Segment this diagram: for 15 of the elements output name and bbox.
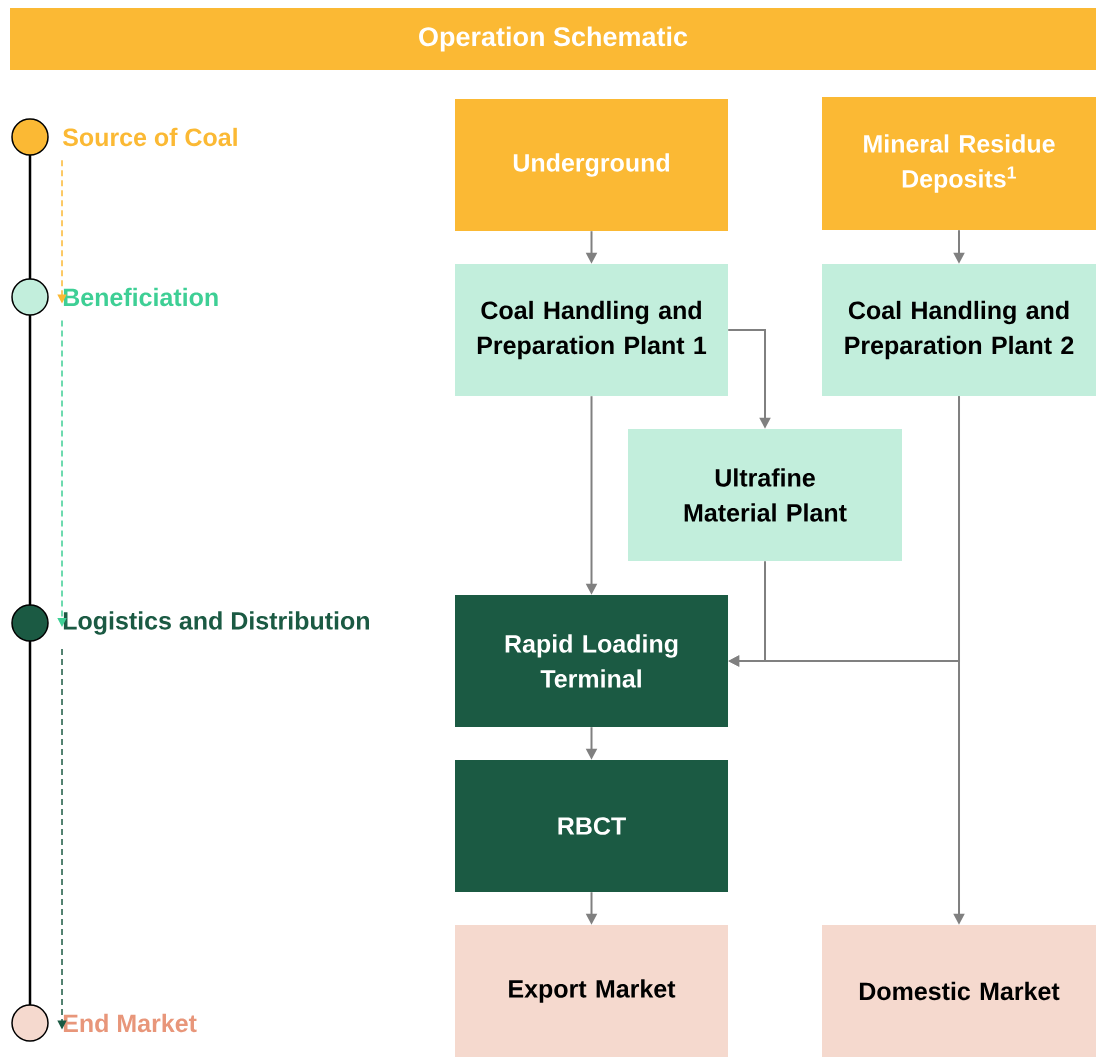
stage-label: Logistics and Distribution (63, 611, 369, 635)
process-box: Underground (455, 99, 728, 231)
process-box: RBCT (455, 760, 728, 892)
stage-label: Source of Coal (62, 127, 237, 147)
stage-label: Beneficiation (63, 287, 218, 307)
process-box: Rapid Loading Terminal (455, 595, 728, 727)
title-banner: Operation Schematic (10, 8, 1096, 70)
process-box: Ultrafine Material Plant (628, 429, 902, 561)
process-box: Coal Handling and Preparation Plant 1 (455, 264, 728, 396)
stage-label: End Market (63, 1013, 197, 1033)
process-box: Mineral Residue Deposits$^{1}$ (822, 97, 1096, 230)
process-box: Export Market (455, 925, 728, 1057)
process-box: Coal Handling and Preparation Plant 2 (822, 264, 1096, 396)
process-box: Domestic Market (822, 925, 1096, 1057)
arrow (57, 319, 67, 627)
